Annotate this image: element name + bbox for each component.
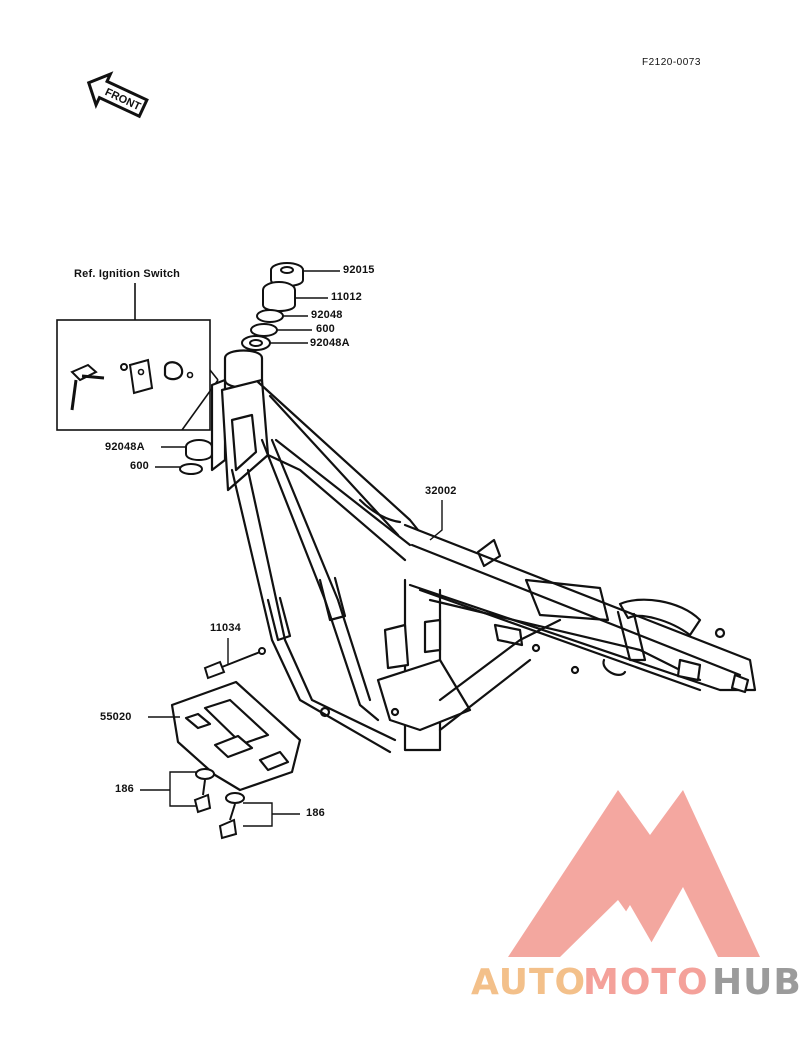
front-arrow-icon: FRONT xyxy=(86,71,149,119)
callout-55020: 55020 xyxy=(100,711,132,723)
callout-186-left: 186 xyxy=(115,783,134,795)
diagram-code: F2120-0073 xyxy=(642,57,701,68)
callout-32002: 32002 xyxy=(425,485,457,497)
callout-186-right: 186 xyxy=(306,807,325,819)
callout-92015: 92015 xyxy=(343,264,375,276)
leader-lines xyxy=(140,270,443,827)
watermark-text-hub: HUB xyxy=(712,962,800,1003)
main-frame-32002 xyxy=(210,349,757,754)
bolt-11034 xyxy=(203,647,266,680)
ignition-switch-ref-box xyxy=(56,283,219,431)
callout-92048a-top: 92048A xyxy=(310,337,350,349)
watermark-text-auto: AUTO xyxy=(471,962,587,1003)
bolts-186 xyxy=(193,768,245,840)
watermark-text-moto: MOTO xyxy=(583,962,709,1003)
skid-plate-55020 xyxy=(170,680,302,792)
callout-11034: 11034 xyxy=(210,622,241,634)
callout-600-top: 600 xyxy=(316,323,335,335)
callout-11012: 11012 xyxy=(331,291,362,303)
callout-92048: 92048 xyxy=(311,309,343,321)
watermark-logo xyxy=(508,790,760,957)
callout-600-lower: 600 xyxy=(130,460,149,472)
ref-box-title: Ref. Ignition Switch xyxy=(74,268,181,280)
callout-92048a-lower: 92048A xyxy=(105,441,145,453)
